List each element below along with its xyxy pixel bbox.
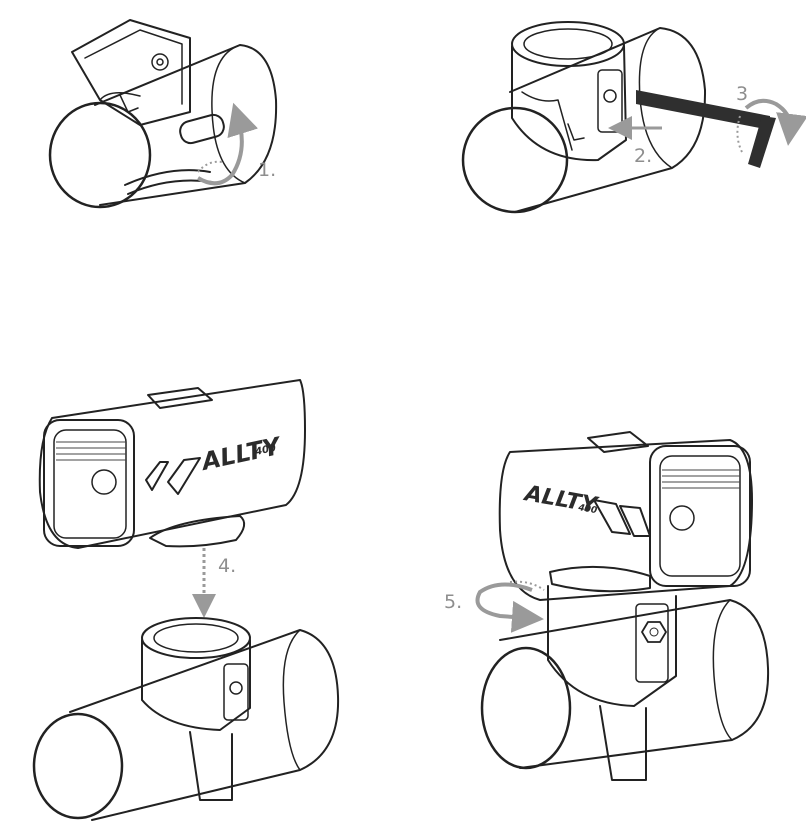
handlebar-tube [32, 629, 340, 821]
step-4-label: 4. [218, 555, 236, 577]
panel-step-2-3: 2. 3 [461, 21, 806, 214]
step-5-label: 5. [444, 591, 462, 613]
step-2-label: 2. [634, 145, 652, 167]
panel-step-4: ALLTY 400 4. [32, 379, 340, 821]
mount-bracket [141, 617, 251, 801]
rotate-arrow-step-5 [475, 580, 545, 633]
headlight-unit: ALLTY 400 [498, 431, 753, 601]
mount-bracket [511, 21, 627, 162]
handlebar-tube [461, 27, 707, 214]
mount-bracket [547, 585, 677, 781]
hex-key-tool [636, 90, 776, 168]
handlebar-tube [48, 44, 278, 209]
headlight-unit: ALLTY 400 [38, 379, 306, 549]
rotate-arrow-step-1 [196, 102, 259, 186]
rotate-arrow-step-3 [736, 98, 806, 153]
product-model: 400 [576, 503, 597, 516]
step-1-label: 1. [258, 159, 276, 181]
handlebar-tube [480, 599, 770, 770]
step-3-label: 3 [736, 83, 748, 105]
product-model: 400 [253, 443, 277, 458]
panel-step-1: 1. [48, 19, 278, 209]
panel-step-5: ALLTY 400 5. [444, 431, 770, 781]
mount-bracket [71, 19, 191, 126]
